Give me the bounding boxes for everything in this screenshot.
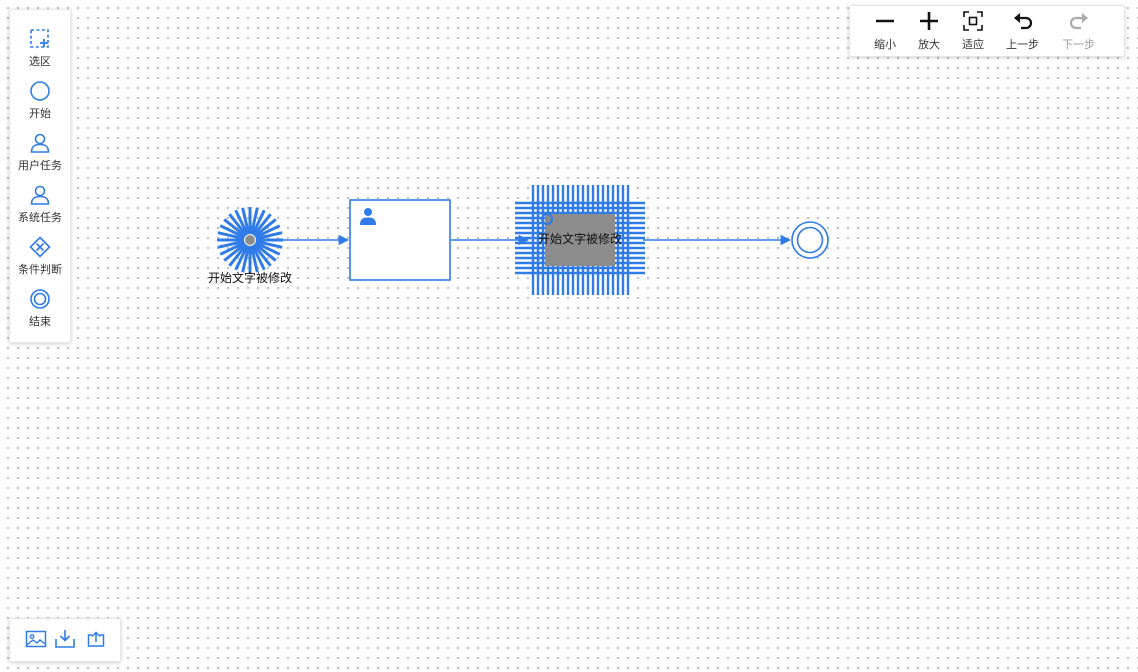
control-toolbar: 缩小 放大 适应 上一步 下一步 bbox=[849, 5, 1125, 57]
gateway-icon bbox=[29, 236, 51, 258]
download-button[interactable] bbox=[54, 629, 76, 653]
service-task-body bbox=[545, 214, 615, 266]
service-task-node[interactable] bbox=[515, 185, 645, 295]
user-task-icon bbox=[360, 208, 376, 225]
export-image-button[interactable] bbox=[25, 629, 47, 653]
selection-stroke bbox=[219, 224, 246, 239]
selection-stroke bbox=[254, 224, 281, 239]
selection-stroke bbox=[251, 244, 266, 271]
image-icon bbox=[25, 630, 47, 648]
fit-view-label: 适应 bbox=[962, 38, 984, 51]
zoom-in-button[interactable]: 放大 bbox=[918, 10, 940, 52]
selection-stroke bbox=[223, 218, 247, 238]
upload-button[interactable] bbox=[86, 629, 106, 653]
palette-item-start[interactable]: 开始 bbox=[10, 80, 70, 121]
selection-stroke bbox=[228, 213, 248, 237]
selection-stroke bbox=[249, 245, 259, 273]
selection-stroke bbox=[253, 218, 277, 238]
zoom-out-button[interactable]: 缩小 bbox=[874, 10, 896, 52]
undo-label: 上一步 bbox=[1006, 38, 1039, 51]
selection-stroke bbox=[241, 245, 251, 273]
selection-icon bbox=[30, 29, 49, 48]
redo-icon bbox=[1069, 13, 1088, 30]
palette-item-system-task[interactable]: 系统任务 bbox=[10, 184, 70, 225]
minus-icon bbox=[876, 19, 894, 23]
palette-item-user-task[interactable]: 用户任务 bbox=[10, 132, 70, 173]
undo-button[interactable]: 上一步 bbox=[1006, 10, 1039, 52]
selection-stroke bbox=[219, 241, 246, 256]
selection-stroke bbox=[217, 239, 245, 249]
user-task-node[interactable] bbox=[349, 199, 451, 281]
palette-label-end: 结束 bbox=[29, 315, 51, 328]
start-event-center bbox=[245, 235, 255, 245]
palette-label-selection: 选区 bbox=[29, 55, 51, 68]
service-task-label: 开始文字被修改 bbox=[538, 231, 622, 246]
zoom-out-label: 缩小 bbox=[874, 38, 896, 51]
start-burst-rays bbox=[217, 207, 283, 273]
system-task-icon bbox=[30, 185, 50, 205]
selection-stroke bbox=[252, 213, 272, 237]
undo-icon bbox=[1013, 13, 1032, 30]
palette-label-gateway: 条件判断 bbox=[18, 263, 62, 276]
selection-stroke bbox=[234, 209, 249, 236]
palette-label-user-task: 用户任务 bbox=[18, 159, 62, 172]
service-task-hatching bbox=[515, 185, 645, 295]
palette-item-selection[interactable]: 选区 bbox=[10, 28, 70, 69]
fit-view-button[interactable]: 适应 bbox=[962, 10, 984, 52]
export-toolbar bbox=[9, 618, 121, 662]
selection-stroke bbox=[252, 243, 272, 267]
element-palette: 选区 开始 用户任务 系统任务 条件判断 结束 bbox=[9, 9, 71, 343]
start-event-label: 开始文字被修改 bbox=[208, 270, 292, 285]
zoom-in-label: 放大 bbox=[918, 38, 940, 51]
palette-item-gateway[interactable]: 条件判断 bbox=[10, 236, 70, 277]
selection-stroke bbox=[254, 241, 281, 256]
selection-stroke bbox=[255, 231, 283, 241]
palette-label-system-task: 系统任务 bbox=[18, 211, 62, 224]
download-icon bbox=[55, 630, 75, 648]
fit-view-icon bbox=[963, 11, 983, 31]
selection-stroke bbox=[253, 242, 277, 262]
palette-label-start: 开始 bbox=[29, 107, 51, 120]
gear-icon bbox=[541, 213, 553, 225]
selection-stroke bbox=[249, 207, 259, 235]
selection-stroke bbox=[255, 239, 283, 249]
selection-stroke bbox=[234, 244, 249, 271]
selection-stroke bbox=[223, 242, 247, 262]
start-event-node[interactable] bbox=[217, 207, 283, 273]
palette-item-end[interactable]: 结束 bbox=[10, 288, 70, 329]
selection-stroke bbox=[251, 209, 266, 236]
selection-stroke bbox=[217, 231, 245, 241]
selection-stroke bbox=[241, 207, 251, 235]
upload-icon bbox=[87, 631, 105, 647]
start-event-icon bbox=[30, 81, 50, 101]
user-task-icon bbox=[30, 133, 50, 153]
plus-icon bbox=[920, 12, 938, 30]
end-event-icon bbox=[30, 289, 50, 309]
end-event-node[interactable] bbox=[791, 221, 829, 259]
redo-button[interactable]: 下一步 bbox=[1062, 10, 1095, 52]
selection-stroke bbox=[228, 243, 248, 267]
redo-label: 下一步 bbox=[1062, 38, 1095, 51]
